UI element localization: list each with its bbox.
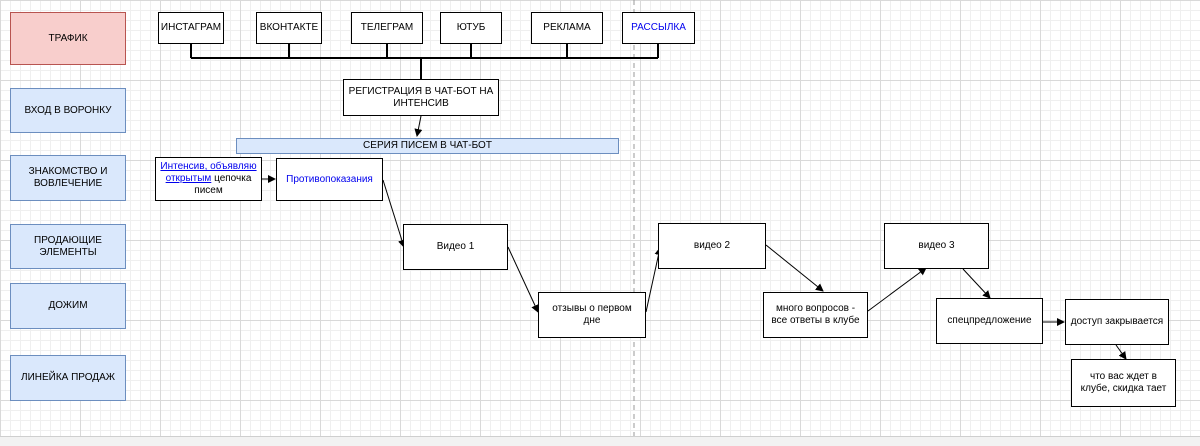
node-questions[interactable]: много вопросов - все ответы в клубе [763, 292, 868, 338]
stage-selling[interactable]: ПРОДАЮЩИЕ ЭЛЕМЕНТЫ [10, 224, 126, 269]
arrow-registration-to-series [414, 115, 423, 137]
open-link[interactable]: открытым [165, 173, 212, 184]
stage-product-line[interactable]: ЛИНЕЙКА ПРОДАЖ [10, 355, 126, 401]
node-letters-series[interactable]: СЕРИЯ ПИСЕМ В ЧАТ-БОТ [236, 138, 619, 154]
node-registration[interactable]: РЕГИСТРАЦИЯ В ЧАТ-БОТ НА ИНТЕНСИВ [343, 79, 499, 116]
stage-push-label: ДОЖИМ [48, 300, 88, 311]
node-video1-label: Видео 1 [436, 241, 475, 252]
node-club-waits-label: что вас ждет в клубе, скидка тает [1080, 371, 1167, 394]
stage-product-line-label: ЛИНЕЙКА ПРОДАЖ [21, 372, 115, 383]
source-mailing[interactable]: РАССЫЛКА [622, 12, 695, 44]
traffic-bracket [190, 44, 659, 79]
arrow-reviews-to-video2 [645, 247, 663, 313]
source-mailing-label: РАССЫЛКА [631, 22, 686, 33]
source-instagram-label: ИНСТАГРАМ [160, 22, 222, 33]
node-special-offer-label: спецпредложение [947, 315, 1032, 326]
node-access-closing[interactable]: доступ закрывается [1065, 299, 1169, 345]
source-telegram-label: ТЕЛЕГРАМ [360, 22, 414, 33]
arrow-questions-to-video3 [867, 267, 927, 312]
node-contraindications[interactable]: Противопоказания [276, 158, 383, 201]
stage-funnel-entry-label: ВХОД В ВОРОНКУ [24, 104, 112, 116]
source-vkontakte[interactable]: ВКОНТАКТЕ [256, 12, 322, 44]
stage-traffic[interactable]: ТРАФИК [10, 12, 126, 65]
arrow-video2-to-questions [765, 244, 824, 292]
arrow-access-to-club [1115, 344, 1127, 360]
horizontal-scrollbar[interactable] [0, 436, 1200, 446]
node-reviews[interactable]: отзывы о первом дне [538, 292, 646, 338]
node-special-offer[interactable]: спецпредложение [936, 298, 1043, 344]
stage-traffic-label: ТРАФИК [48, 32, 88, 44]
source-ads[interactable]: РЕКЛАМА [531, 12, 603, 44]
chain-letters-text: цепочка писем [194, 173, 252, 196]
node-letters-series-label: СЕРИЯ ПИСЕМ В ЧАТ-БОТ [363, 140, 492, 151]
stage-selling-label: ПРОДАЮЩИЕ ЭЛЕМЕНТЫ [34, 234, 102, 258]
node-video2-label: видео 2 [693, 240, 731, 251]
node-registration-label: РЕГИСТРАЦИЯ В ЧАТ-БОТ НА ИНТЕНСИВ [348, 85, 494, 109]
node-video1[interactable]: Видео 1 [403, 224, 508, 270]
node-contraindications-label: Противопоказания [286, 173, 373, 185]
source-youtube[interactable]: ЮТУБ [440, 12, 502, 44]
node-access-closing-label: доступ закрывается [1070, 316, 1164, 327]
source-vkontakte-label: ВКОНТАКТЕ [259, 22, 319, 33]
stage-push[interactable]: ДОЖИМ [10, 283, 126, 329]
arrow-video1-to-reviews [507, 246, 539, 313]
stage-engagement[interactable]: ЗНАКОМСТВО И ВОВЛЕЧЕНИЕ [10, 155, 126, 201]
source-youtube-label: ЮТУБ [456, 22, 486, 33]
arrow-video3-to-offer [962, 268, 991, 299]
node-club-waits[interactable]: что вас ждет в клубе, скидка тает [1071, 359, 1176, 407]
intensive-link[interactable]: Интенсив, объявляю [160, 161, 257, 172]
node-video2[interactable]: видео 2 [658, 223, 766, 269]
source-telegram[interactable]: ТЕЛЕГРАМ [351, 12, 423, 44]
source-instagram[interactable]: ИНСТАГРАМ [158, 12, 224, 44]
node-video3-label: видео 3 [918, 240, 955, 251]
node-questions-label: много вопросов - все ответы в клубе [771, 303, 860, 326]
node-reviews-label: отзывы о первом дне [552, 303, 632, 326]
node-video3[interactable]: видео 3 [884, 223, 989, 269]
stage-funnel-entry[interactable]: ВХОД В ВОРОНКУ [10, 88, 126, 133]
source-ads-label: РЕКЛАМА [543, 22, 591, 33]
node-intensive-chain-text: Интенсив, объявляю открытым цепочка писе… [160, 161, 257, 197]
stage-engagement-label: ЗНАКОМСТВО И ВОВЛЕЧЕНИЕ [28, 166, 108, 189]
node-intensive-chain[interactable]: Интенсив, объявляю открытым цепочка писе… [155, 157, 262, 201]
arrow-contra-to-video1 [382, 179, 406, 248]
